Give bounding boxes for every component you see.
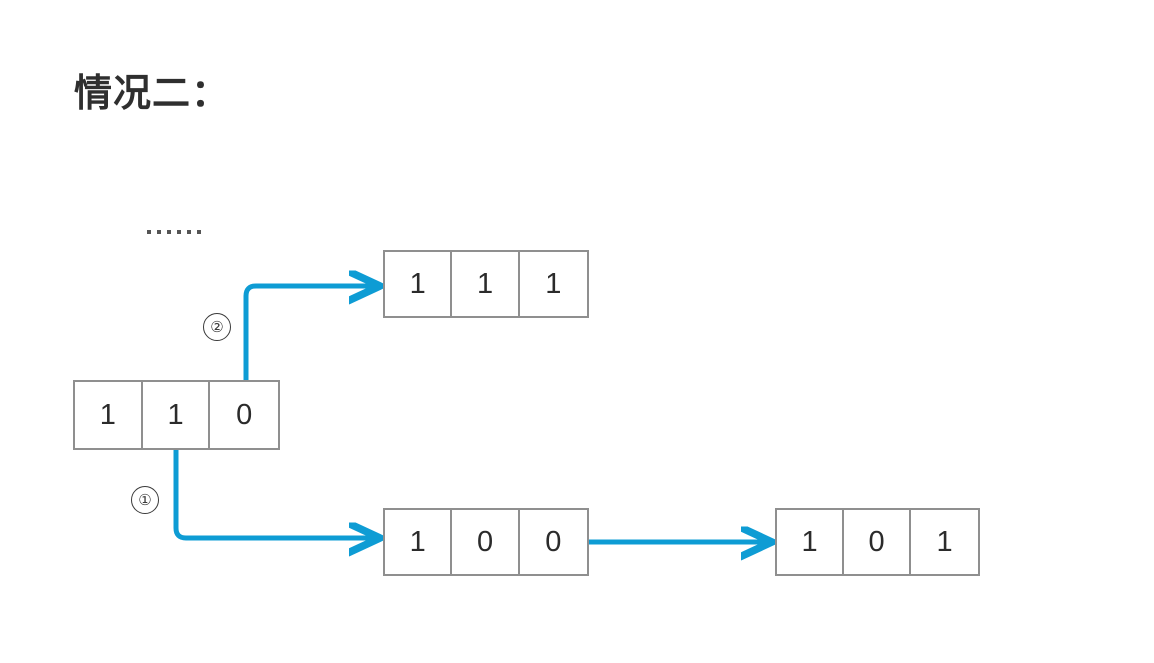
continuation-dots: [147, 230, 201, 234]
ellipsis-dot: [147, 230, 151, 234]
trie-node-bottom-first: 1 0 0: [383, 508, 589, 576]
ellipsis-dot: [177, 230, 181, 234]
ellipsis-dot: [157, 230, 161, 234]
edge-branch-one-path: [173, 449, 377, 538]
node-cell: 1: [452, 252, 520, 316]
node-cell: 1: [519, 252, 587, 316]
node-cell: 0: [452, 510, 520, 574]
ellipsis-dot: [197, 230, 201, 234]
ellipsis-dot: [187, 230, 191, 234]
node-cell: 1: [385, 510, 453, 574]
edge-label-two: ②: [203, 313, 231, 341]
node-cell: 1: [911, 510, 979, 574]
node-cell: 1: [777, 510, 845, 574]
page-title: 情况二：: [74, 73, 231, 115]
trie-node-top-branch: 1 1 1: [383, 250, 589, 318]
trie-node-head: 1 1 0: [73, 380, 280, 450]
node-cell: 1: [142, 382, 211, 448]
edge-branch-two-path: [243, 286, 377, 382]
edge-label-one: ①: [131, 486, 159, 514]
trie-node-bottom-second: 1 0 1: [775, 508, 980, 576]
node-cell: 1: [75, 382, 143, 448]
node-cell: 1: [385, 252, 453, 316]
node-cell: 0: [519, 510, 587, 574]
node-cell: 0: [844, 510, 912, 574]
node-cell: 0: [210, 382, 279, 448]
ellipsis-dot: [167, 230, 171, 234]
